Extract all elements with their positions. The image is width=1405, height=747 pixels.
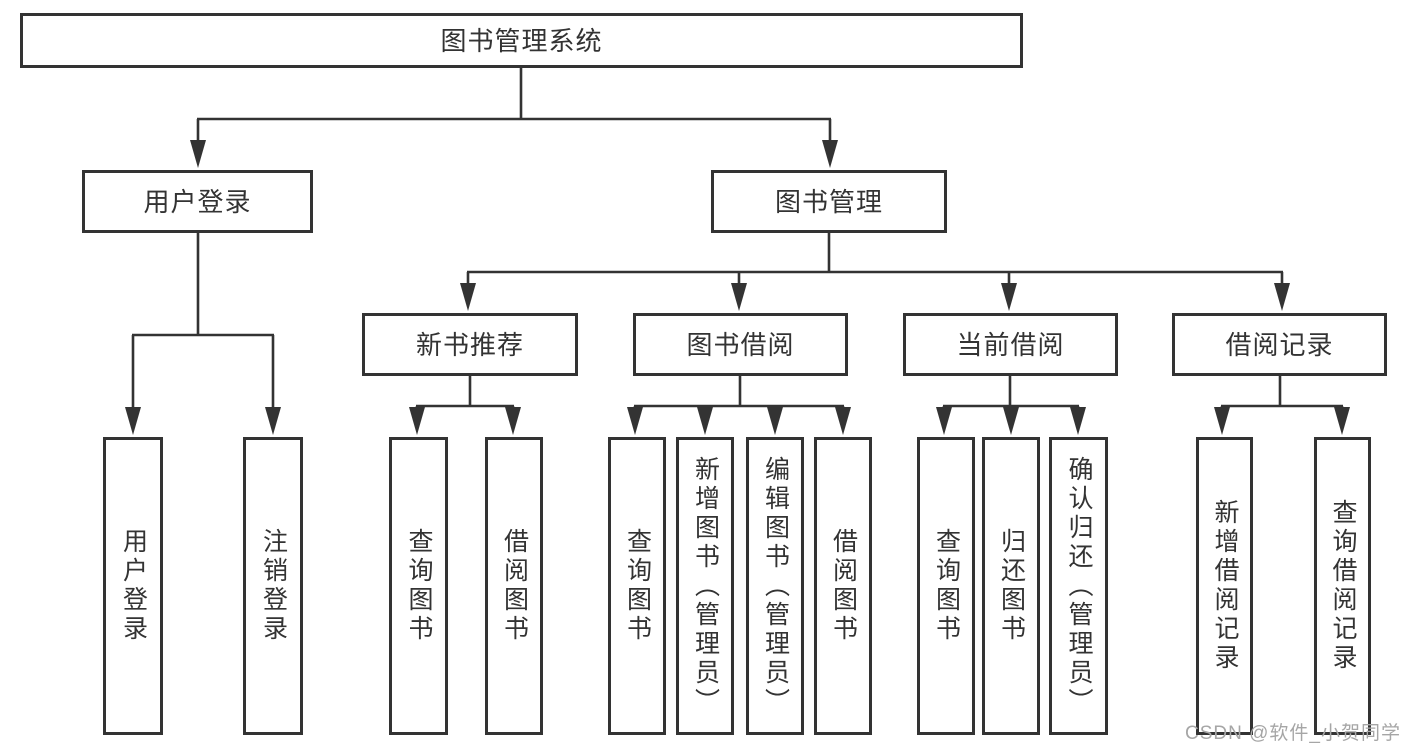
node-user-login: 用户登录 (82, 170, 313, 233)
node-leaf-query-books-1: 查询图书 (389, 437, 448, 735)
node-leaf-query-books-3: 查询图书 (917, 437, 975, 735)
node-leaf-return-books: 归还图书 (982, 437, 1040, 735)
node-leaf-confirm-return-admin: 确认归还（管理员） (1049, 437, 1108, 735)
node-leaf-add-borrow-record: 新增借阅记录 (1196, 437, 1253, 735)
node-leaf-logout: 注销登录 (243, 437, 303, 735)
node-leaf-edit-books-admin: 编辑图书（管理员） (746, 437, 804, 735)
node-current-borrowing: 当前借阅 (903, 313, 1118, 376)
node-leaf-query-borrow-record: 查询借阅记录 (1314, 437, 1371, 735)
node-leaf-query-books-2: 查询图书 (608, 437, 666, 735)
node-book-management: 图书管理 (711, 170, 947, 233)
node-borrowing-records: 借阅记录 (1172, 313, 1387, 376)
node-new-book-recommend: 新书推荐 (362, 313, 578, 376)
node-leaf-borrow-books-2: 借阅图书 (814, 437, 872, 735)
node-leaf-borrow-books-1: 借阅图书 (485, 437, 543, 735)
node-leaf-add-books-admin: 新增图书（管理员） (676, 437, 734, 735)
node-book-borrowing: 图书借阅 (633, 313, 848, 376)
node-leaf-user-login: 用户登录 (103, 437, 163, 735)
watermark: CSDN @软件_小贺同学 (1185, 723, 1401, 744)
node-root: 图书管理系统 (20, 13, 1023, 68)
